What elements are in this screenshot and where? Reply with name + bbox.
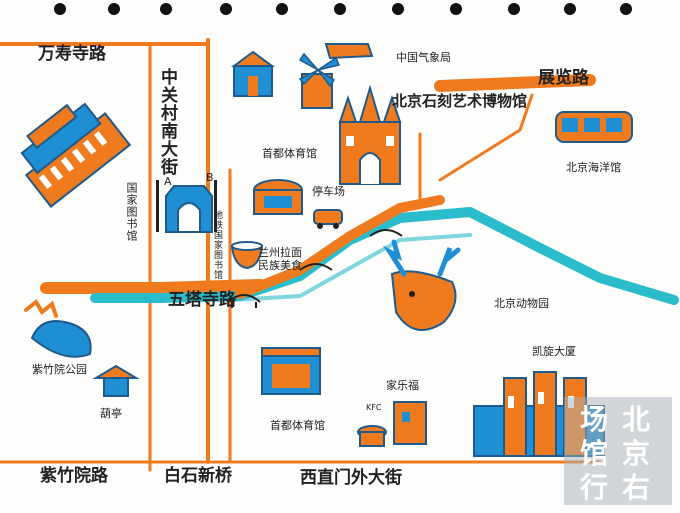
label-noodle: 兰州拉面 民族美食 bbox=[258, 246, 302, 273]
label-jialefu: 家乐福 bbox=[386, 379, 419, 392]
label-kaixuan: 凯旋大厦 bbox=[532, 345, 576, 358]
label-zoo: 北京动物园 bbox=[494, 297, 549, 310]
road-wutasi bbox=[40, 279, 266, 294]
bridges bbox=[227, 229, 403, 308]
road-zhanlan bbox=[434, 74, 596, 92]
label-subway-b: B bbox=[206, 171, 214, 184]
label-parking: 停车场 bbox=[312, 185, 345, 198]
kfc-icon bbox=[357, 425, 387, 447]
zoo-deer-icon bbox=[383, 239, 461, 331]
label-national-library: 国家图书馆 bbox=[125, 182, 138, 242]
svg-text:场: 场 bbox=[580, 403, 608, 436]
parking-car-icon bbox=[313, 209, 343, 229]
seal-stamp: 北场 京馆 右行 bbox=[564, 397, 672, 505]
label-kfc: KFC bbox=[366, 403, 382, 412]
svg-text:馆: 馆 bbox=[580, 437, 608, 470]
aquarium-building bbox=[555, 111, 633, 143]
label-road-zizhuyuan: 紫竹院路 bbox=[40, 466, 108, 486]
label-zizhuyuan-park: 紫竹院公园 bbox=[32, 363, 87, 376]
label-road-baishiqiao: 白石新桥 bbox=[164, 466, 232, 486]
label-stone-art-museum: 北京石刻艺术博物馆 bbox=[392, 92, 528, 110]
capital-gym-building bbox=[253, 179, 303, 215]
pavilion-icon bbox=[92, 364, 140, 397]
house-icon bbox=[230, 50, 276, 97]
binder-holes bbox=[54, 3, 632, 15]
national-library-building bbox=[20, 102, 132, 208]
label-road-zhanlan: 展览路 bbox=[538, 68, 589, 88]
svg-text:右: 右 bbox=[622, 471, 650, 504]
label-subway-station: 地铁国家图书馆 bbox=[212, 210, 222, 280]
label-road-wutasi: 五塔寺路 bbox=[168, 290, 236, 310]
label-road-xizhimenwai: 西直门外大街 bbox=[300, 468, 402, 488]
noodle-bowl-icon bbox=[230, 241, 264, 270]
river bbox=[90, 207, 679, 305]
road-network bbox=[0, 38, 602, 472]
svg-text:京: 京 bbox=[622, 437, 650, 470]
label-pavilion: 葫亭 bbox=[100, 407, 122, 420]
park-icon bbox=[24, 299, 92, 358]
label-capital-gymnasium: 首都体育馆 bbox=[270, 419, 325, 432]
svg-text:行: 行 bbox=[579, 471, 608, 504]
label-subway-a: A bbox=[164, 175, 172, 188]
river-orange-band bbox=[235, 195, 445, 299]
weather-bureau-icon bbox=[298, 52, 341, 109]
svg-text:北: 北 bbox=[622, 403, 650, 436]
label-road-zhongguancun: 中关村南大街 bbox=[157, 68, 177, 176]
label-weather-bureau: 中国气象局 bbox=[396, 51, 451, 64]
label-aquarium: 北京海洋馆 bbox=[566, 161, 621, 174]
subway-station-icon bbox=[156, 180, 217, 233]
stone-art-museum-building bbox=[338, 84, 402, 185]
road-diag-right bbox=[438, 93, 534, 182]
capital-gymnasium-building bbox=[261, 347, 321, 395]
weather-bureau-flag bbox=[324, 43, 374, 60]
label-capital-gym: 首都体育馆 bbox=[262, 147, 317, 160]
label-road-wanshousi: 万寿寺路 bbox=[38, 44, 106, 64]
jialefu-building bbox=[393, 401, 427, 445]
